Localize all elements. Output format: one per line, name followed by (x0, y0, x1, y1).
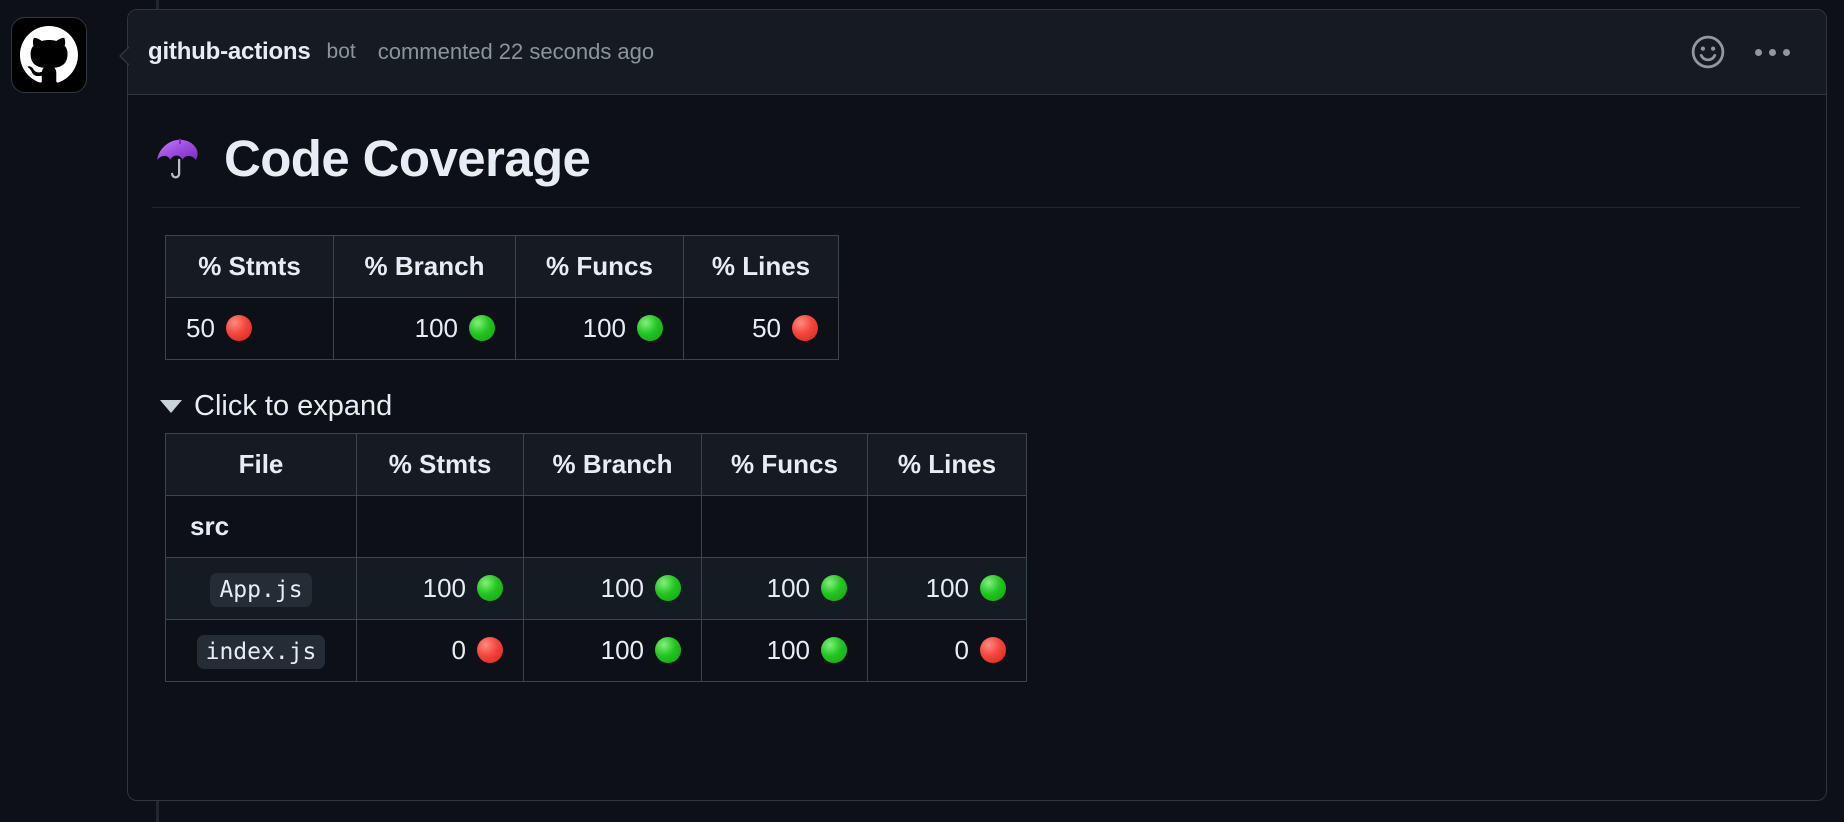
summary-value-row: 50 100 100 50 (165, 297, 839, 360)
summary-header-stmts: % Stmts (165, 235, 334, 298)
coverage-summary-table: % Stmts % Branch % Funcs % Lines 50 100 … (165, 235, 839, 360)
comment-bubble-arrow-inner (121, 46, 131, 66)
summary-cell-lines: 50 (683, 297, 839, 360)
detail-cell-lines: 100 (867, 557, 1027, 620)
detail-cell-lines: 0 (867, 619, 1027, 682)
detail-cell-filename: App.js (165, 557, 357, 620)
summary-value-branch: 100 (414, 313, 458, 343)
kebab-dot (1769, 48, 1776, 56)
summary-value-funcs: 100 (582, 313, 626, 343)
expand-label: Click to expand (194, 390, 393, 422)
detail-header-funcs: % Funcs (701, 433, 868, 496)
detail-value: 100 (925, 573, 969, 603)
comment-timestamp: commented 22 seconds ago (377, 39, 655, 64)
status-dot-green (655, 575, 681, 601)
status-dot-green (637, 315, 663, 341)
detail-cell-empty (867, 495, 1027, 558)
table-row: index.js 0 100 100 0 (165, 619, 1027, 682)
detail-cell-stmts: 0 (356, 619, 524, 682)
detail-cell-filename: index.js (165, 619, 357, 682)
status-dot-green (477, 575, 503, 601)
file-chip: App.js (210, 573, 312, 607)
summary-header-funcs: % Funcs (515, 235, 684, 298)
summary-cell-funcs: 100 (515, 297, 684, 360)
triangle-down-icon (160, 400, 182, 413)
summary-value-stmts: 50 (186, 313, 215, 343)
status-dot-red (477, 637, 503, 663)
summary-header-row: % Stmts % Branch % Funcs % Lines (165, 235, 839, 298)
status-dot-green (469, 315, 495, 341)
detail-cell-stmts: 100 (356, 557, 524, 620)
smiley-face-icon[interactable] (1691, 35, 1725, 69)
github-octocat-icon (20, 26, 78, 84)
comment-box: github-actions bot commented 22 seconds … (127, 9, 1827, 801)
status-dot-green (980, 575, 1006, 601)
table-row: src (165, 495, 1027, 558)
detail-header-lines: % Lines (867, 433, 1027, 496)
detail-header-file: File (165, 433, 357, 496)
comment-header: github-actions bot commented 22 seconds … (128, 10, 1826, 95)
click-to-expand-summary[interactable]: Click to expand (160, 390, 1800, 423)
detail-header-stmts: % Stmts (356, 433, 524, 496)
status-dot-green (821, 637, 847, 663)
detail-value: 0 (451, 635, 466, 665)
bot-badge: bot (326, 40, 356, 63)
status-dot-red (225, 315, 252, 341)
coverage-title-block: Code Coverage (152, 131, 1800, 208)
comment-body: Code Coverage % Stmts % Branch % Funcs %… (128, 95, 1826, 682)
detail-value: 100 (600, 635, 644, 665)
comment-author[interactable]: github-actions (148, 38, 311, 65)
status-dot-red (792, 315, 818, 341)
comment-header-actions (1691, 35, 1792, 69)
detail-cell-empty (523, 495, 702, 558)
detail-cell-empty (701, 495, 868, 558)
umbrella-emoji (152, 131, 208, 187)
coverage-detail-table: File % Stmts % Branch % Funcs % Lines sr… (165, 433, 1027, 682)
summary-cell-branch: 100 (333, 297, 516, 360)
detail-cell-funcs: 100 (701, 619, 868, 682)
detail-cell-branch: 100 (523, 557, 702, 620)
kebab-menu-icon[interactable] (1753, 45, 1792, 60)
detail-cell-directory: src (165, 495, 357, 558)
detail-value: 0 (954, 635, 969, 665)
summary-header-branch: % Branch (333, 235, 516, 298)
detail-value: 100 (766, 573, 810, 603)
status-dot-green (655, 637, 681, 663)
avatar[interactable] (11, 17, 87, 93)
kebab-dot (1755, 48, 1762, 56)
detail-header-row: File % Stmts % Branch % Funcs % Lines (165, 433, 1027, 496)
detail-cell-empty (356, 495, 524, 558)
summary-header-lines: % Lines (683, 235, 839, 298)
kebab-dot (1783, 48, 1790, 56)
detail-value: 100 (422, 573, 466, 603)
detail-cell-funcs: 100 (701, 557, 868, 620)
detail-header-branch: % Branch (523, 433, 702, 496)
table-row: App.js 100 100 100 100 (165, 557, 1027, 620)
status-dot-red (980, 637, 1006, 663)
summary-value-lines: 50 (752, 313, 781, 343)
detail-cell-branch: 100 (523, 619, 702, 682)
status-dot-green (821, 575, 847, 601)
page-title: Code Coverage (224, 130, 591, 188)
detail-value: 100 (766, 635, 810, 665)
detail-value: 100 (600, 573, 644, 603)
summary-cell-stmts: 50 (165, 297, 334, 360)
file-chip: index.js (196, 635, 326, 669)
